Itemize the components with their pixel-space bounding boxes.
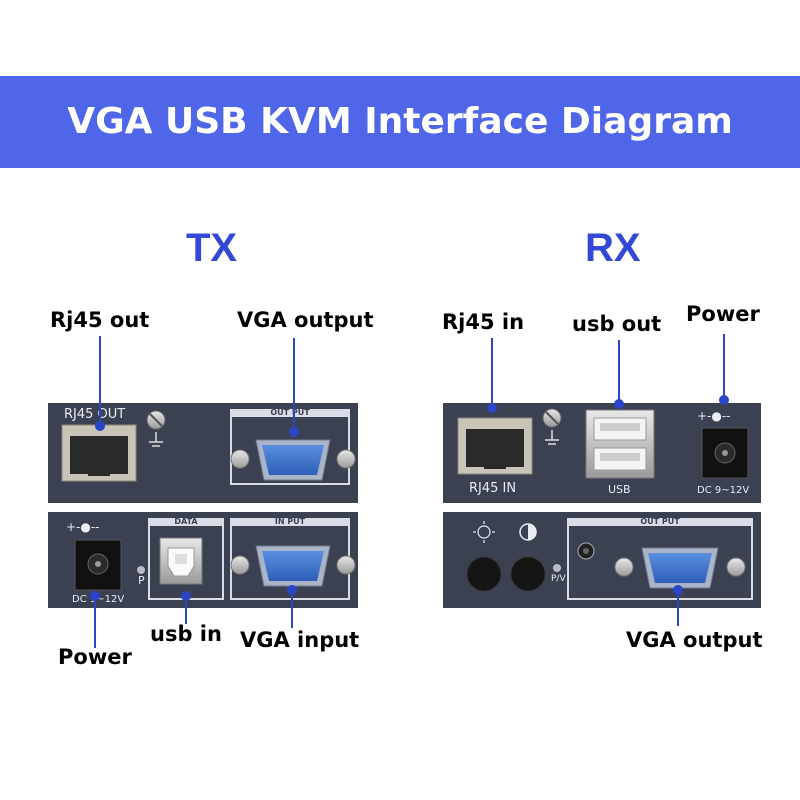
tx-polarity-label: +-●--: [66, 520, 100, 534]
rx-vga-output-callout: VGA output: [626, 628, 763, 652]
rx-contrast-icon: [519, 523, 537, 541]
rx-usb-out-callout: usb out: [572, 312, 662, 336]
rx-audio-jack: [577, 542, 595, 560]
rx-dc-jack: [701, 427, 749, 479]
rx-rj45-label: RJ45 IN: [469, 481, 517, 496]
rx-contrast-knob[interactable]: [510, 556, 546, 592]
rx-power-callout: Power: [686, 302, 760, 326]
tx-dc-jack: [74, 539, 122, 591]
tx-power-callout: Power: [58, 645, 132, 669]
rx-brightness-knob[interactable]: [466, 556, 502, 592]
tx-output-box: OUT PUT: [230, 409, 350, 485]
rx-ground-screw-icon: [542, 408, 562, 445]
rx-vga-output-port: [614, 547, 746, 589]
tx-usb-in-callout: usb in: [150, 622, 222, 646]
tx-rj45-out-callout: Rj45 out: [50, 308, 150, 332]
rx-dc-label: DC 9~12V: [697, 485, 750, 496]
tx-power-led-icon: [137, 566, 145, 574]
callout-lines: [90, 334, 729, 648]
tx-output-box-label: OUT PUT: [270, 408, 310, 417]
rx-heading: RX: [585, 226, 641, 270]
tx-vga-output-port: [230, 439, 356, 481]
rx-polarity-label: +-●--: [697, 409, 731, 423]
rx-pv-label: P/V: [551, 574, 566, 584]
rx-output-box-label: OUT PUT: [640, 517, 680, 526]
rx-usb-a-ports: [585, 409, 655, 479]
tx-vga-output-callout: VGA output: [237, 308, 374, 332]
rx-output-box: OUT PUT: [567, 518, 753, 600]
rx-rj45-port: [457, 417, 533, 475]
rx-brightness-icon: [473, 521, 495, 543]
diagram-title: VGA USB KVM Interface Diagram: [67, 101, 733, 142]
tx-ground-screw-icon: [146, 410, 166, 447]
rx-usb-label: USB: [608, 483, 631, 496]
tx-vga-input-callout: VGA input: [240, 628, 360, 652]
tx-vga-input-port: [230, 545, 356, 587]
tx-usb-b-port: [159, 537, 203, 585]
tx-input-box-label: IN PUT: [274, 517, 306, 526]
tx-p-label: P: [138, 574, 145, 587]
rx-power-led-icon: [553, 564, 561, 572]
tx-heading: TX: [186, 226, 238, 270]
rx-rj45-in-callout: Rj45 in: [442, 310, 525, 334]
title-banner: VGA USB KVM Interface Diagram: [0, 76, 800, 168]
tx-rj45-label: RJ45 OUT: [64, 407, 126, 422]
tx-data-box-label: DATA: [174, 517, 198, 526]
tx-rj45-port: [61, 424, 137, 482]
